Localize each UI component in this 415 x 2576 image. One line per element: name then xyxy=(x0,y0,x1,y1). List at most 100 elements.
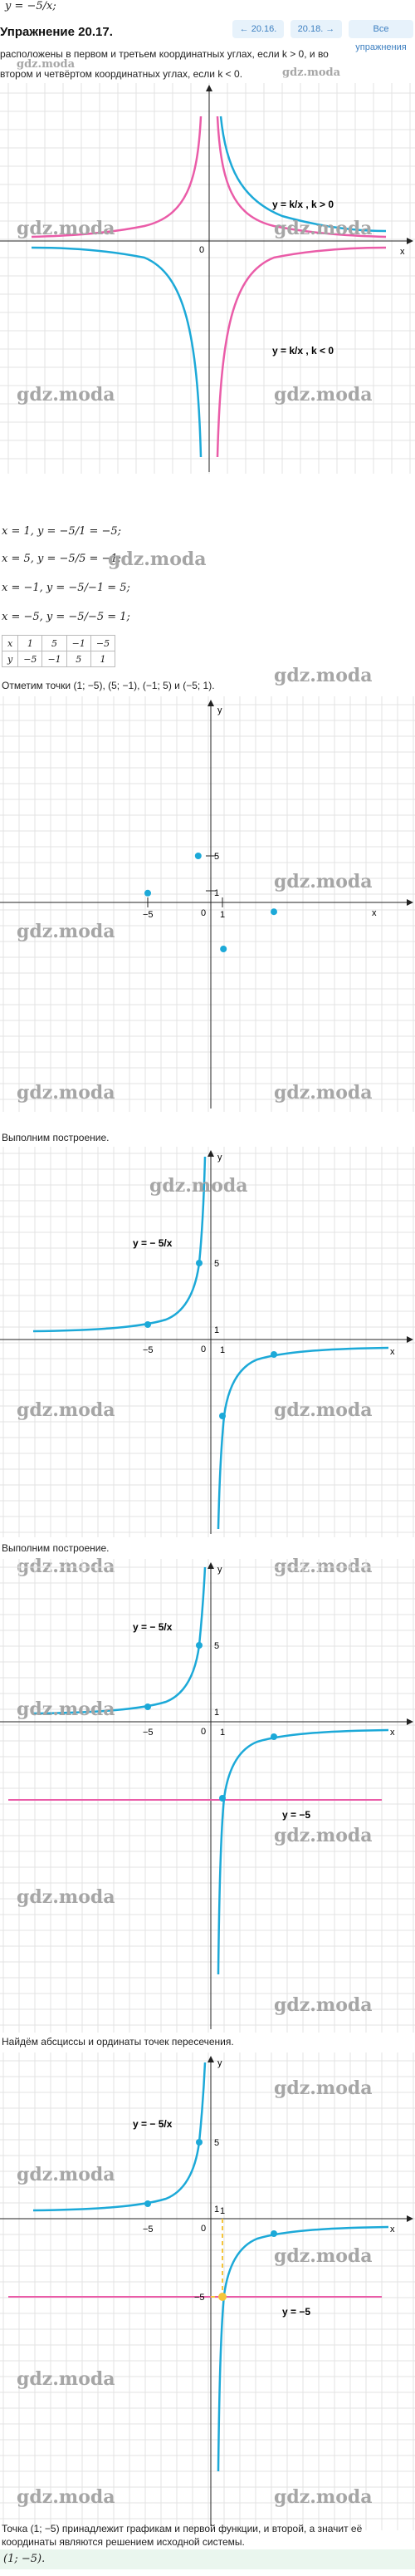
x-axis-arrow xyxy=(407,899,413,906)
watermark: gdz.moda xyxy=(274,2245,373,2267)
tick-label-y1: 1 xyxy=(214,888,219,898)
find-text: Найдём абсциссы и ординаты точек пересеч… xyxy=(2,2036,234,2048)
tick-label-y5: 5 xyxy=(214,1259,219,1269)
point xyxy=(196,1260,203,1266)
grid xyxy=(0,1147,415,1537)
function-label: y = − 5/x xyxy=(133,2118,173,2130)
system-formula: y = −5/x; xyxy=(5,0,56,12)
x-axis-arrow xyxy=(407,2215,413,2222)
calc-line-3: x = −1, y = −5/−1 = 5; xyxy=(2,582,130,594)
point xyxy=(196,2139,203,2146)
watermark: gdz.moda xyxy=(17,2164,115,2185)
conclusion-line-2: координаты являются решением исходной си… xyxy=(2,2536,245,2548)
origin-label: 0 xyxy=(201,1345,206,1354)
build-text-2: Выполним построение. xyxy=(2,1542,110,1554)
point xyxy=(194,853,202,859)
watermark: gdz.moda xyxy=(274,1399,373,1421)
curve-pink-q3 xyxy=(31,116,203,238)
watermark: gdz.moda xyxy=(274,1994,373,2016)
table-cell: 1 xyxy=(90,651,116,667)
tick-label-xm5: −5 xyxy=(143,2225,154,2234)
watermark: gdz.moda xyxy=(17,2486,115,2508)
tick-label-xm5: −5 xyxy=(143,910,154,920)
curve-q2 xyxy=(32,1156,207,1333)
table-cell: −5 xyxy=(90,635,116,651)
origin-label: 0 xyxy=(201,1727,206,1737)
point xyxy=(144,2200,151,2207)
grid xyxy=(0,83,415,474)
curve-blue-q2 xyxy=(31,246,203,458)
y-axis-label: y xyxy=(217,705,222,715)
intro-line-1: расположены в первом и третьем координат… xyxy=(0,48,329,60)
calc-line-2: x = 5, y = −5/5 = −1; xyxy=(2,553,122,565)
watermark: gdz.moda xyxy=(282,66,341,79)
table-cell: 5 xyxy=(66,651,91,667)
tick-label-xm5: −5 xyxy=(143,1345,154,1355)
watermark: gdz.moda xyxy=(274,1825,373,1846)
x-axis-label: x xyxy=(400,247,405,257)
line-label: y = −5 xyxy=(282,1809,310,1821)
point xyxy=(220,946,227,952)
build-text-1: Выполним построение. xyxy=(2,1132,110,1143)
y-axis-label: y xyxy=(217,2058,222,2068)
values-table: x 1 5 −1 −5 y −5 −1 5 1 xyxy=(1,635,116,667)
y-axis-arrow xyxy=(208,1150,214,1157)
prev-exercise-button[interactable]: ← 20.16. xyxy=(232,20,284,38)
grid xyxy=(0,696,415,1112)
next-exercise-button[interactable]: 20.18. → xyxy=(290,20,342,38)
origin-label: 0 xyxy=(201,908,206,918)
x-axis-label: x xyxy=(390,1347,395,1357)
watermark: gdz.moda xyxy=(108,548,207,570)
watermark: gdz.moda xyxy=(274,665,373,686)
graph-points: x y 0 5 1 −5 1 xyxy=(0,696,415,1112)
table-cell: 5 xyxy=(42,635,67,651)
watermark: gdz.moda xyxy=(17,1698,115,1720)
y-axis-arrow xyxy=(208,2056,214,2062)
page-header: y = −5/x; Упражнение 20.17. ← 20.16. 20.… xyxy=(0,0,415,52)
point xyxy=(219,1413,226,1419)
line-label: y = −5 xyxy=(282,2306,310,2318)
tick-label-y1: 1 xyxy=(214,1325,219,1335)
y-axis-label: y xyxy=(217,1565,222,1575)
tick-label-x1: 1 xyxy=(220,1728,225,1738)
table-cell: −1 xyxy=(66,635,91,651)
watermark: gdz.moda xyxy=(17,1556,115,1577)
tick-label-y5: 5 xyxy=(214,852,219,862)
grid xyxy=(0,2052,415,2530)
watermark: gdz.moda xyxy=(274,2077,373,2099)
curve-q2 xyxy=(32,2062,207,2212)
point xyxy=(271,1733,277,1740)
graph-function-line: x y 0 5 1 −5 1 y = − 5/x y = −5 xyxy=(0,1559,415,2033)
points-group xyxy=(144,853,277,952)
table-head-x: x xyxy=(1,635,19,651)
point xyxy=(271,908,277,916)
tick-label-y5: 5 xyxy=(214,2138,219,2148)
grid xyxy=(0,1559,415,2033)
point xyxy=(196,1642,203,1649)
graph-hyperbola-cases: x 0 y = k/x , k > 0 y = k/x , k < 0 xyxy=(0,83,415,474)
origin-label: 0 xyxy=(201,2224,206,2234)
watermark: gdz.moda xyxy=(274,1556,373,1577)
x-axis-arrow xyxy=(407,238,413,244)
conclusion-line-1: Точка (1; −5) принадлежит графикам и пер… xyxy=(2,2523,363,2534)
origin-label: 0 xyxy=(199,245,204,255)
label-k-positive: y = k/x , k > 0 xyxy=(272,199,334,210)
label-k-negative: y = k/x , k < 0 xyxy=(272,345,334,356)
y-axis-arrow xyxy=(208,1562,214,1569)
tick-label-x1: 1 xyxy=(220,1345,225,1355)
all-exercises-button[interactable]: Все упражнения xyxy=(349,20,413,52)
watermark: gdz.moda xyxy=(17,921,115,942)
tick-label-y1: 1 xyxy=(214,1708,219,1718)
curve-q4 xyxy=(217,1728,389,1975)
calc-line-1: x = 1, y = −5/1 = −5; xyxy=(2,525,122,538)
table-cell: −1 xyxy=(42,651,67,667)
watermark: gdz.moda xyxy=(274,2486,373,2508)
watermark: gdz.moda xyxy=(17,58,76,71)
table-row: y −5 −1 5 1 xyxy=(1,651,116,667)
x-axis-label: x xyxy=(390,2225,395,2234)
tick-label-x1: 1 xyxy=(220,910,225,920)
tick-label-x1: 1 xyxy=(220,2206,225,2216)
table-cell: −5 xyxy=(17,651,43,667)
y-axis-arrow xyxy=(206,85,212,91)
watermark: gdz.moda xyxy=(274,871,373,892)
